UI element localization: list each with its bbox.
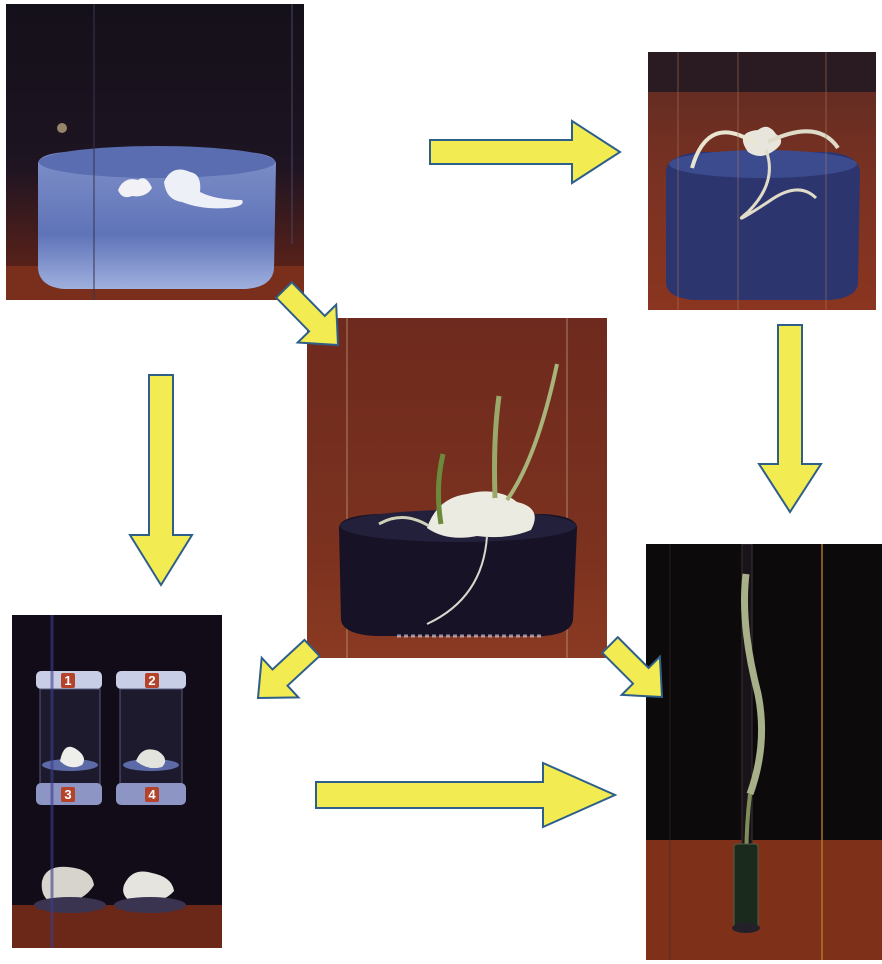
vial-label-2: 2 [148,673,155,688]
callus-on-medium-photo [6,4,304,300]
plantlet-with-roots-photo [307,318,607,658]
rooted-plantlet-in-tube-photo [646,544,882,960]
arrow-p2-to-p5 [759,325,821,512]
arrow-p1-to-p4 [130,375,192,585]
vial-label-1: 1 [64,673,71,688]
labeled-culture-vials-photo: 1 2 3 4 [12,615,222,948]
regenerating-shoots-photo [648,52,876,310]
arrow-p1-to-p2 [430,121,620,183]
vial-label-3: 3 [64,787,71,802]
arrow-p4-to-p5 [316,763,615,827]
vial-label-4: 4 [148,787,156,802]
